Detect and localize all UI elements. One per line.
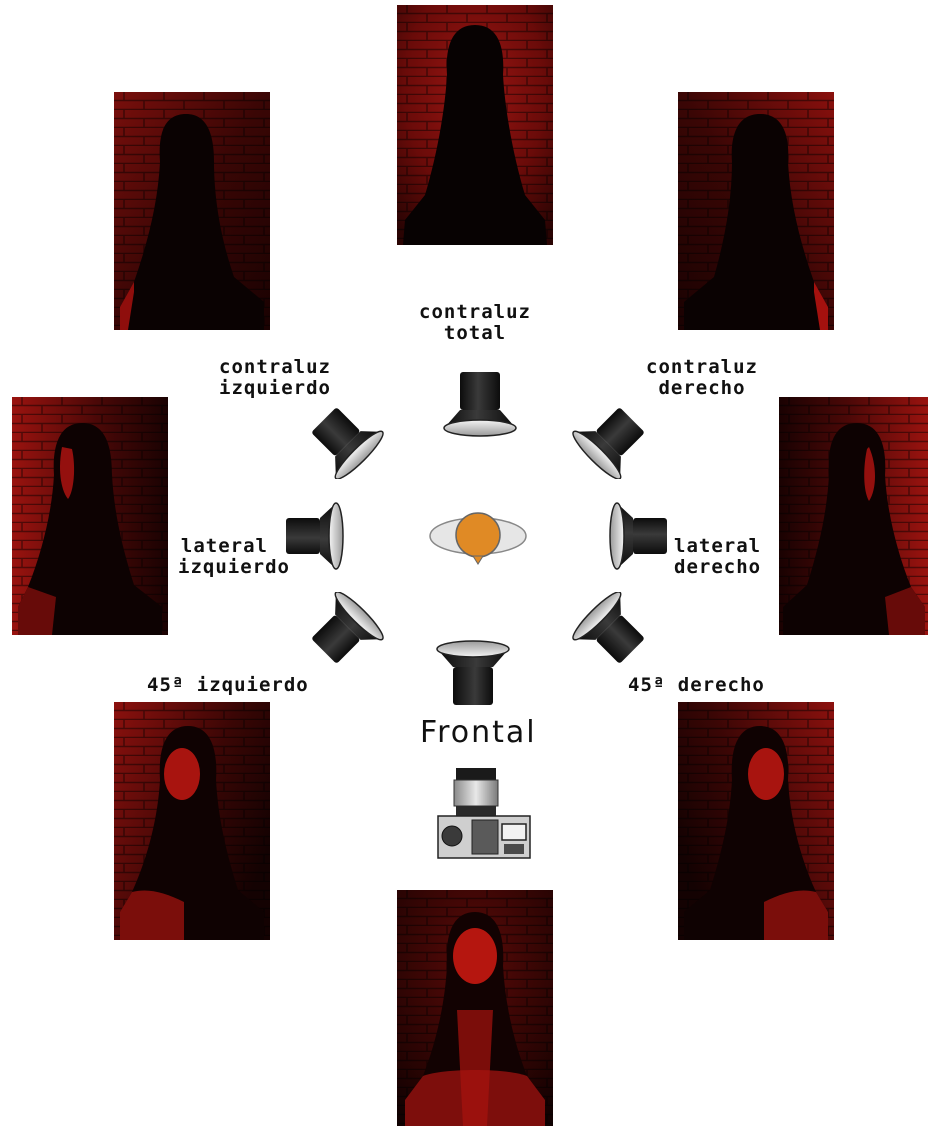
softbox-light-icon <box>430 633 516 709</box>
subject-head-icon <box>426 508 530 568</box>
photo-contraluz-izquierdo <box>114 92 270 330</box>
softbox-light-icon <box>437 368 523 444</box>
photo-contraluz-total <box>397 5 553 245</box>
label-contraluz-derecho: contraluz derecho <box>646 356 758 399</box>
label-lateral-derecho: lateral derecho <box>674 535 762 578</box>
label-45-izquierdo: 45ª izquierdo <box>147 674 309 696</box>
photo-frontal <box>397 890 553 1126</box>
label-45-derecho: 45ª derecho <box>628 674 765 696</box>
photo-45-izquierdo <box>114 702 270 940</box>
label-contraluz-total: contraluz total <box>419 301 531 344</box>
softbox-light-icon <box>568 592 654 668</box>
photo-lateral-derecho <box>779 397 928 635</box>
softbox-light-icon <box>568 403 654 479</box>
photo-lateral-izquierdo <box>12 397 168 635</box>
softbox-light-icon <box>594 498 680 574</box>
photo-contraluz-derecho <box>678 92 834 330</box>
label-frontal: Frontal <box>420 715 537 750</box>
photo-45-derecho <box>678 702 834 940</box>
label-lateral-izquierdo: lateral izquierdo <box>178 535 290 578</box>
softbox-light-icon <box>273 498 359 574</box>
camera-top-view-icon <box>432 766 536 864</box>
softbox-light-icon <box>302 592 388 668</box>
label-contraluz-izquierdo: contraluz izquierdo <box>219 356 331 399</box>
softbox-light-icon <box>302 403 388 479</box>
